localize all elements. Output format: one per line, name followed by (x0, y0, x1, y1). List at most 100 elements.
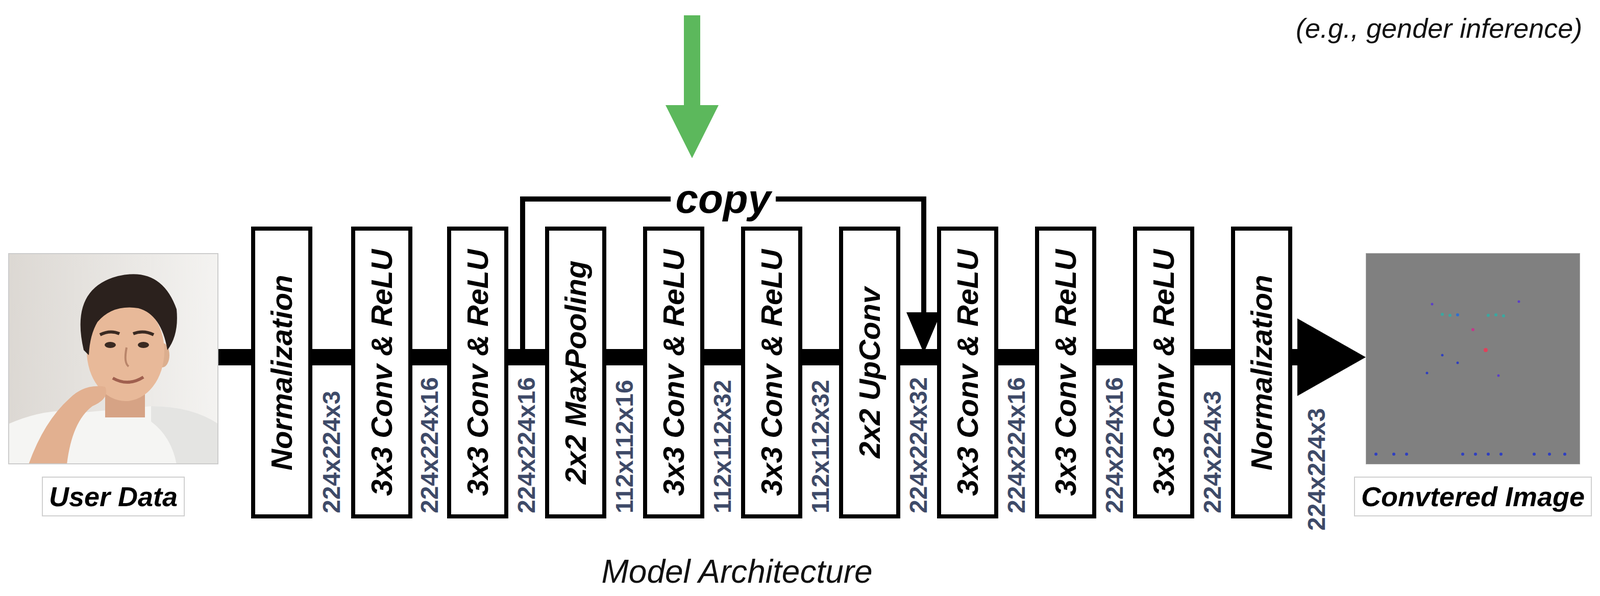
data-flow-line (412, 349, 448, 366)
connector (1194, 357, 1232, 358)
layer-name: 3x3 Conv & ReLU (365, 249, 399, 496)
data-flow-line (606, 349, 644, 366)
tensor-dimension: 112x112x32 (709, 379, 737, 514)
connector (312, 357, 352, 358)
noise-dot (1448, 313, 1452, 317)
layer-box: Normalization (251, 226, 313, 519)
photo-nose (125, 347, 129, 367)
layer-name: Normalization (1245, 275, 1278, 472)
noise-dot (1517, 300, 1521, 304)
tensor-dimension: 224x224x32 (905, 377, 933, 514)
user-photo (8, 253, 219, 465)
connector (412, 357, 448, 358)
noise-dot (1547, 452, 1552, 456)
layer-name: 2x2 UpConv (853, 286, 886, 458)
data-flow-line (218, 349, 252, 366)
image-caption: Convtered Image (1354, 476, 1592, 517)
data-flow-line (998, 349, 1036, 366)
tensor-dimension: 224x224x3 (1199, 390, 1227, 514)
converted-ground (1365, 253, 1581, 465)
noise-dot (1425, 372, 1429, 375)
layer-box: Normalization (1231, 226, 1293, 519)
noise-dot (1471, 328, 1475, 332)
noise-dot (1473, 452, 1478, 456)
layer-box: 2x2 MaxPooling (545, 226, 607, 519)
layer-name: 3x3 Conv & ReLU (1147, 249, 1180, 496)
noise-dot (1497, 374, 1500, 378)
noise-dot (1486, 313, 1490, 317)
tensor-dimension: 224x224x3 (1303, 408, 1331, 531)
connector (1096, 357, 1134, 358)
layer-name: 2x2 MaxPooling (559, 260, 593, 485)
image-panel: Convtered Image (1365, 253, 1581, 465)
tensor-dimension: 224x224x16 (1003, 377, 1031, 514)
connector (900, 357, 938, 358)
layer-box: 3x3 Conv & ReLU (1133, 226, 1195, 519)
noise-dot (1392, 452, 1396, 456)
figure-caption: Model Architecture (601, 553, 873, 592)
photo-brow (100, 331, 120, 335)
noise-dot (1456, 361, 1460, 365)
layer-box: 3x3 Conv & ReLU (1035, 226, 1097, 519)
connector-label: copy (670, 176, 777, 222)
layer-box: 2x2 UpConv (839, 226, 901, 519)
data-flow-line (704, 349, 742, 366)
connector (218, 357, 252, 358)
photo-mouth (112, 377, 144, 383)
layer-box: 3x3 Conv & ReLU (937, 226, 999, 519)
layer-name: 3x3 Conv & ReLU (1049, 249, 1082, 496)
photo-brow (133, 331, 154, 335)
photo-eye (137, 341, 150, 349)
noise-dot (1499, 452, 1503, 456)
layer-name: 3x3 Conv & ReLU (951, 249, 984, 496)
noise-dot (1461, 452, 1465, 456)
tensor-dimension: 112x112x16 (611, 379, 639, 514)
noise-dot (1486, 452, 1490, 456)
connector (802, 357, 840, 358)
connector (1292, 318, 1366, 397)
noise-dot (1494, 313, 1498, 317)
noise-dot (1431, 303, 1434, 306)
arrowhead (906, 312, 942, 354)
noise-dot (1456, 313, 1460, 317)
data-flow-line (1194, 349, 1232, 366)
photo-hand (28, 386, 107, 465)
noise-dot (1532, 452, 1536, 456)
layer-name: 3x3 Conv & ReLU (461, 249, 495, 496)
data-flow-line (802, 349, 840, 366)
photo-hair (80, 274, 178, 356)
converted-image (1365, 253, 1581, 465)
tensor-dimension: 112x112x32 (807, 379, 835, 514)
noise-dot (1502, 314, 1506, 318)
layer-box: 3x3 Conv & ReLU (351, 226, 413, 519)
photo-frame (8, 253, 218, 464)
noise-dot (1405, 452, 1409, 456)
layer-box: 3x3 Conv & ReLU (741, 226, 803, 519)
image-panel: User Data (8, 253, 219, 465)
noise-dot (1563, 452, 1567, 456)
image-caption: User Data (41, 476, 185, 517)
layer-name: Normalization (265, 275, 299, 472)
photo-background (8, 253, 219, 465)
note: (e.g., gender inference) (1295, 13, 1583, 44)
tensor-dimension: 224x224x16 (416, 377, 444, 514)
green-arrow-shape (665, 15, 719, 159)
connector (704, 357, 742, 358)
noise-dot (1483, 348, 1488, 353)
layer-box: 3x3 Conv & ReLU (447, 226, 509, 519)
connector (998, 357, 1036, 358)
photo-eye (104, 341, 116, 349)
tensor-dimension: 224x224x3 (318, 390, 346, 514)
layer-box: 3x3 Conv & ReLU (643, 226, 705, 519)
data-flow-line (1096, 349, 1134, 366)
photo-shirt-shade (151, 406, 219, 465)
arrowhead (1297, 318, 1366, 397)
layer-name: 3x3 Conv & ReLU (755, 249, 789, 496)
noise-dot (1441, 354, 1444, 357)
noise-dot (1440, 312, 1444, 316)
tensor-dimension: 224x224x16 (513, 377, 541, 514)
tensor-dimension: 224x224x16 (1101, 377, 1129, 514)
noise-dot (1374, 452, 1378, 456)
data-flow-line (312, 349, 352, 366)
